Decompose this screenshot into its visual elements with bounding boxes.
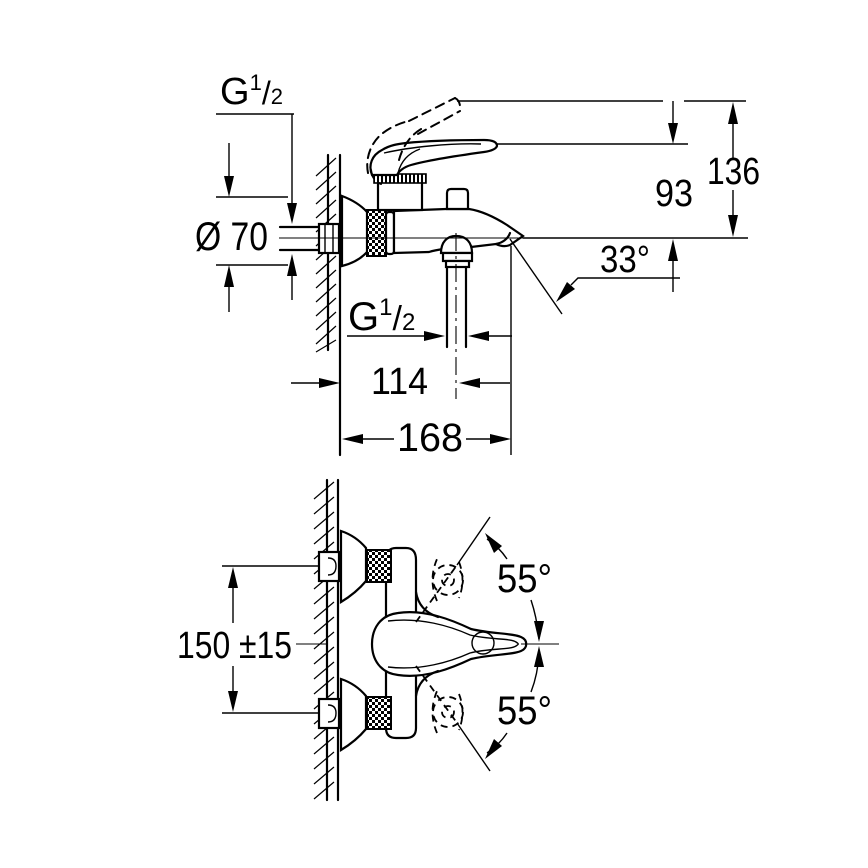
wall-section-front <box>313 478 340 802</box>
swing-angle-lower-label: 55° <box>497 689 552 733</box>
lever-handle-raised <box>366 97 462 185</box>
dim-114-label: 114 <box>371 361 428 403</box>
wall-section <box>315 153 342 457</box>
faucet-body <box>373 173 525 349</box>
front-view: 150 ±15 55° 55° <box>177 478 559 802</box>
escutcheon-cone <box>340 194 369 268</box>
dim-168-label: 168 <box>397 416 463 460</box>
spout-angle-label: 33° <box>600 239 650 281</box>
diverter-knob <box>445 187 470 211</box>
spout-lip <box>494 231 512 246</box>
side-view-dimensions: G1/2 Ø 70 93 136 <box>195 70 760 460</box>
swing-angle-upper-label: 55° <box>497 557 552 601</box>
escutcheon-diameter-label: Ø 70 <box>195 215 268 259</box>
side-view: G1/2 Ø 70 93 136 <box>195 70 760 460</box>
dim-136-label: 136 <box>707 151 760 193</box>
handle-swing-positions <box>415 516 491 772</box>
front-view-dimensions: 150 ±15 55° 55° <box>177 533 552 759</box>
dim-150-label: 150 ±15 <box>177 625 292 667</box>
union-nut-bottom <box>366 696 392 730</box>
union-nut <box>366 209 387 257</box>
handle-screw-hole <box>471 631 495 655</box>
cartridge-housing <box>376 180 424 212</box>
escutcheon-cone-bottom <box>339 677 368 752</box>
union-nut-top <box>366 549 392 583</box>
supply-thread-label: G1/2 <box>220 70 283 113</box>
connector-ring <box>384 210 396 256</box>
escutcheon-cone-top <box>339 529 368 604</box>
dim-93-label: 93 <box>655 173 693 215</box>
lever-handle <box>369 138 499 177</box>
outlet-thread-label: G1/2 <box>348 294 415 339</box>
